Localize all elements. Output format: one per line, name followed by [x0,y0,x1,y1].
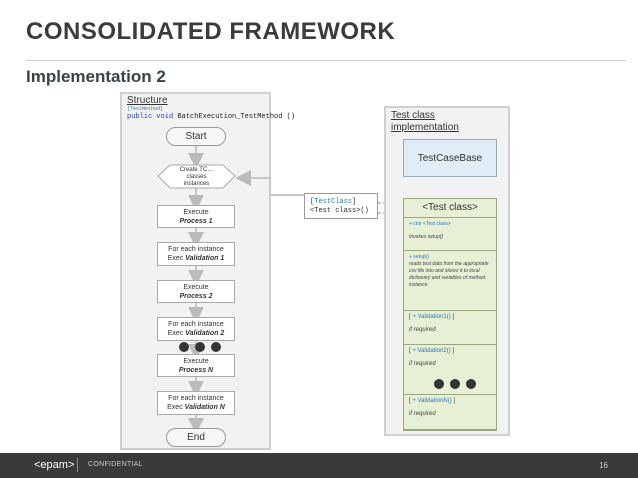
box-line1: For each instance [168,246,224,253]
epam-logo: <epam> [34,459,75,471]
attr-line-1: [TestClass] [310,198,357,206]
end-terminal: End [166,428,226,447]
box-exec: Exec [167,255,186,262]
process-n-box: Execute Process N [157,354,235,377]
start-terminal: Start [166,127,226,146]
box-line1: Execute [183,283,209,291]
box-line2: Validation N [184,404,225,411]
validation-1-box: For each instance Exec Validation 1 [157,242,235,266]
title-divider [26,60,626,61]
box-line2: Process 2 [179,292,213,300]
box-line2: Validation 2 [185,330,225,337]
validationn-section: [ + ValidationN() ] if required [404,395,496,431]
validation1-name: Validation1() [417,314,451,320]
confidential-label: CONFIDENTIAL [88,461,143,468]
impl-title-2: implementation [391,122,459,133]
validation2-section: [ + Validation2() ] if required [404,344,496,378]
test-class-box: <Test class> + ctor <Test class> Invokes… [403,198,497,431]
structure-title: Structure [127,95,168,106]
box-exec: Exec [167,330,186,337]
box-line2: Process N [178,366,214,374]
setup-label: + setup() [409,254,429,260]
validation2-line: [ + Validation2() ] [409,348,455,354]
validation2-note: if required [409,361,436,367]
validationn-box: [ + ValidationN() ] if required [403,394,497,430]
ellipsis-dots-left [179,342,221,352]
decision-label: Create TC… classes instances [170,166,223,188]
page-number: 16 [599,461,608,470]
footer-separator [77,458,78,472]
footer-bar [0,453,638,478]
testcasebase-box: TestCaseBase [403,139,497,177]
process-1-box: Execute Process 1 [157,205,235,228]
box-line2-wrap: Exec Validation 2 [158,329,234,338]
box-line2-wrap: Exec Validation 1 [158,254,234,263]
code-attribute: [TestMethod] [127,106,164,112]
validation1-line: [ + Validation1() ] [409,314,455,320]
box-line1: For each instance [168,321,224,328]
validationn-name: ValidationN() [417,398,452,404]
ellipsis-dots-right [434,379,476,389]
setup-section: + setup() reads test data from the appro… [404,250,496,310]
slide-subtitle: Implementation 2 [26,67,166,86]
ctor-section: + ctor <Test class> Invokes setup() [404,217,496,250]
validationn-note: if required [409,411,436,417]
code-signature: public void BatchExecution_TestMethod () [127,113,295,121]
attr-line-2: <Test class>() [310,207,369,215]
decision-line-3: instances [183,180,210,187]
validation-n-box: For each instance Exec Validation N [157,391,235,415]
box-line1: Execute [183,208,209,216]
validation2-name: Validation2() [417,348,451,354]
validation1-section: [ + Validation1() ] if required [404,310,496,344]
slide-title: CONSOLIDATED FRAMEWORK [26,18,396,45]
setup-description: reads test data from the appropriate csv… [409,261,489,288]
invokes-label: Invokes setup() [409,234,444,240]
box-line2: Validation 1 [185,255,225,262]
validation-2-box: For each instance Exec Validation 2 [157,317,235,341]
test-class-header: <Test class> [422,202,478,213]
attr-class: TestClass [314,198,353,206]
impl-title-1: Test class [391,110,435,121]
code-method: BatchExecution_TestMethod () [173,113,296,121]
box-line1: Execute [183,357,209,365]
arrow-attr-create [235,170,304,196]
box-line2-wrap: Exec Validation N [158,403,234,412]
code-keyword: public void [127,113,174,121]
box-line2: Process 1 [179,217,213,225]
decision-line-1: Create TC… [179,166,214,173]
decision-line-2: classes [186,173,207,180]
validation1-note: if required [409,327,436,333]
ctor-label: + ctor <Test class> [409,221,451,227]
box-exec: Exec [167,404,185,411]
decision-shape [157,164,236,189]
process-2-box: Execute Process 2 [157,280,235,303]
validationn-line: [ + ValidationN() ] [409,398,456,404]
box-line1: For each instance [168,395,224,402]
test-class-attribute-box: [TestClass] <Test class>() [304,193,378,219]
